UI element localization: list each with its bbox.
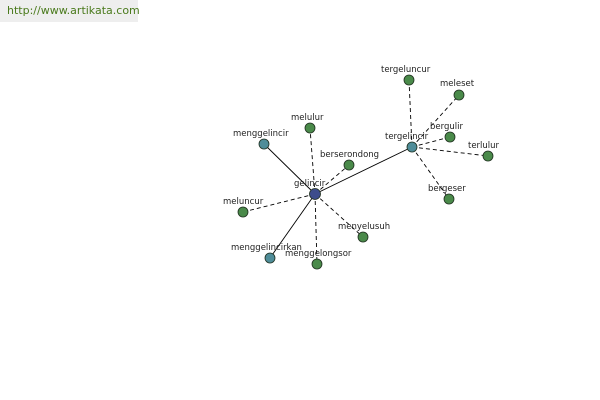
node-melulur[interactable] (304, 122, 316, 134)
node-menggelincirkan[interactable] (264, 252, 276, 264)
label-tergeluncur: tergeluncur (381, 65, 431, 75)
nodes-layer (237, 74, 494, 270)
label-bergulir: bergulir (430, 122, 463, 132)
labels-layer: gelincir tergelincir menggelincir menggelin… (223, 65, 500, 259)
edge-gelincir-berserondong (314, 164, 350, 195)
label-berserondong: berserondong (320, 150, 379, 160)
node-berserondong[interactable] (343, 159, 355, 171)
node-menggelincir[interactable] (258, 138, 270, 150)
label-tergelincir: tergelincir (385, 132, 429, 142)
url-banner: http://www.artikata.com (0, 0, 140, 22)
label-bergeser: bergeser (428, 184, 466, 194)
node-meleset[interactable] (453, 89, 465, 101)
edge-gelincir-menggelongsor (314, 193, 318, 265)
edge-tergelincir-bergeser (411, 146, 450, 200)
label-menggelincir: menggelincir (233, 129, 289, 139)
node-tergeluncur[interactable] (403, 74, 415, 86)
edges-layer (242, 79, 489, 265)
edge-gelincir-menggelincirkan (269, 193, 316, 259)
node-bergeser[interactable] (443, 193, 455, 205)
label-menyelusuh: menyelusuh (338, 222, 390, 232)
label-gelincir: gelincir (294, 179, 326, 189)
edge-tergelincir-terlulur (411, 146, 489, 157)
site-url-link[interactable]: http://www.artikata.com (7, 4, 140, 17)
node-terlulur[interactable] (482, 150, 494, 162)
node-menyelusuh[interactable] (357, 231, 369, 243)
edge-gelincir-menggelincir (263, 143, 316, 195)
label-meluncur: meluncur (223, 197, 264, 207)
label-meleset: meleset (440, 79, 475, 89)
label-terlulur: terlulur (468, 141, 500, 151)
node-tergelincir[interactable] (406, 141, 418, 153)
node-meluncur[interactable] (237, 206, 249, 218)
edge-tergelincir-meleset (411, 94, 460, 148)
node-bergulir[interactable] (444, 131, 456, 143)
label-menggelongsor: menggelongsor (285, 249, 352, 259)
node-menggelongsor[interactable] (311, 258, 323, 270)
edge-gelincir-meluncur (242, 193, 316, 213)
label-menggelincirkan: menggelincirkan (231, 243, 302, 253)
node-gelincir[interactable] (309, 188, 321, 200)
label-melulur: melulur (291, 113, 324, 123)
edge-gelincir-menyelusuh (314, 193, 364, 238)
edge-gelincir-tergelincir (314, 146, 413, 195)
